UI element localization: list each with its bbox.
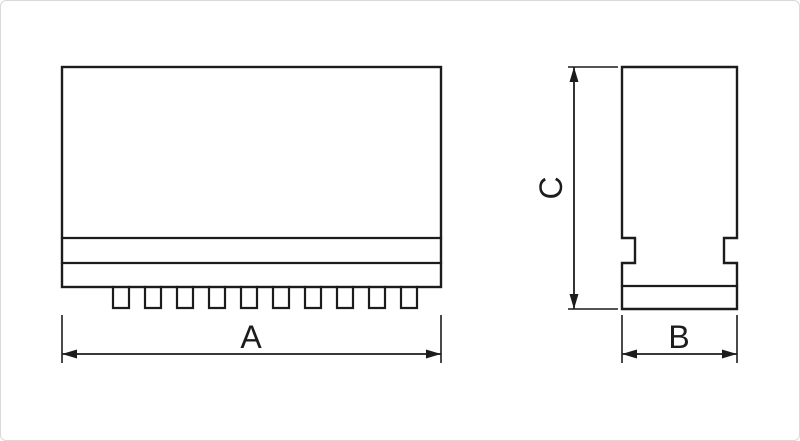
dimension-b-arrow-right-icon — [722, 349, 737, 359]
dimension-b: B — [621, 315, 738, 363]
dimension-b-label: B — [668, 319, 689, 355]
dimension-a-label: A — [240, 319, 262, 355]
dimension-c-arrow-top-icon — [569, 67, 579, 82]
dimension-a-arrow-right-icon — [426, 349, 441, 359]
dimension-c-label: C — [533, 176, 569, 199]
side-view-outline — [620, 65, 739, 311]
dimension-b-arrow-left-icon — [622, 349, 637, 359]
dimension-c: C — [533, 66, 618, 310]
dimension-c-arrow-bottom-icon — [569, 294, 579, 309]
side-view — [620, 65, 739, 311]
dimension-a: A — [61, 315, 442, 363]
front-view — [60, 65, 443, 310]
dimension-a-arrow-left-icon — [62, 349, 77, 359]
front-view-body-outline — [60, 65, 443, 289]
serration-teeth — [111, 285, 419, 310]
